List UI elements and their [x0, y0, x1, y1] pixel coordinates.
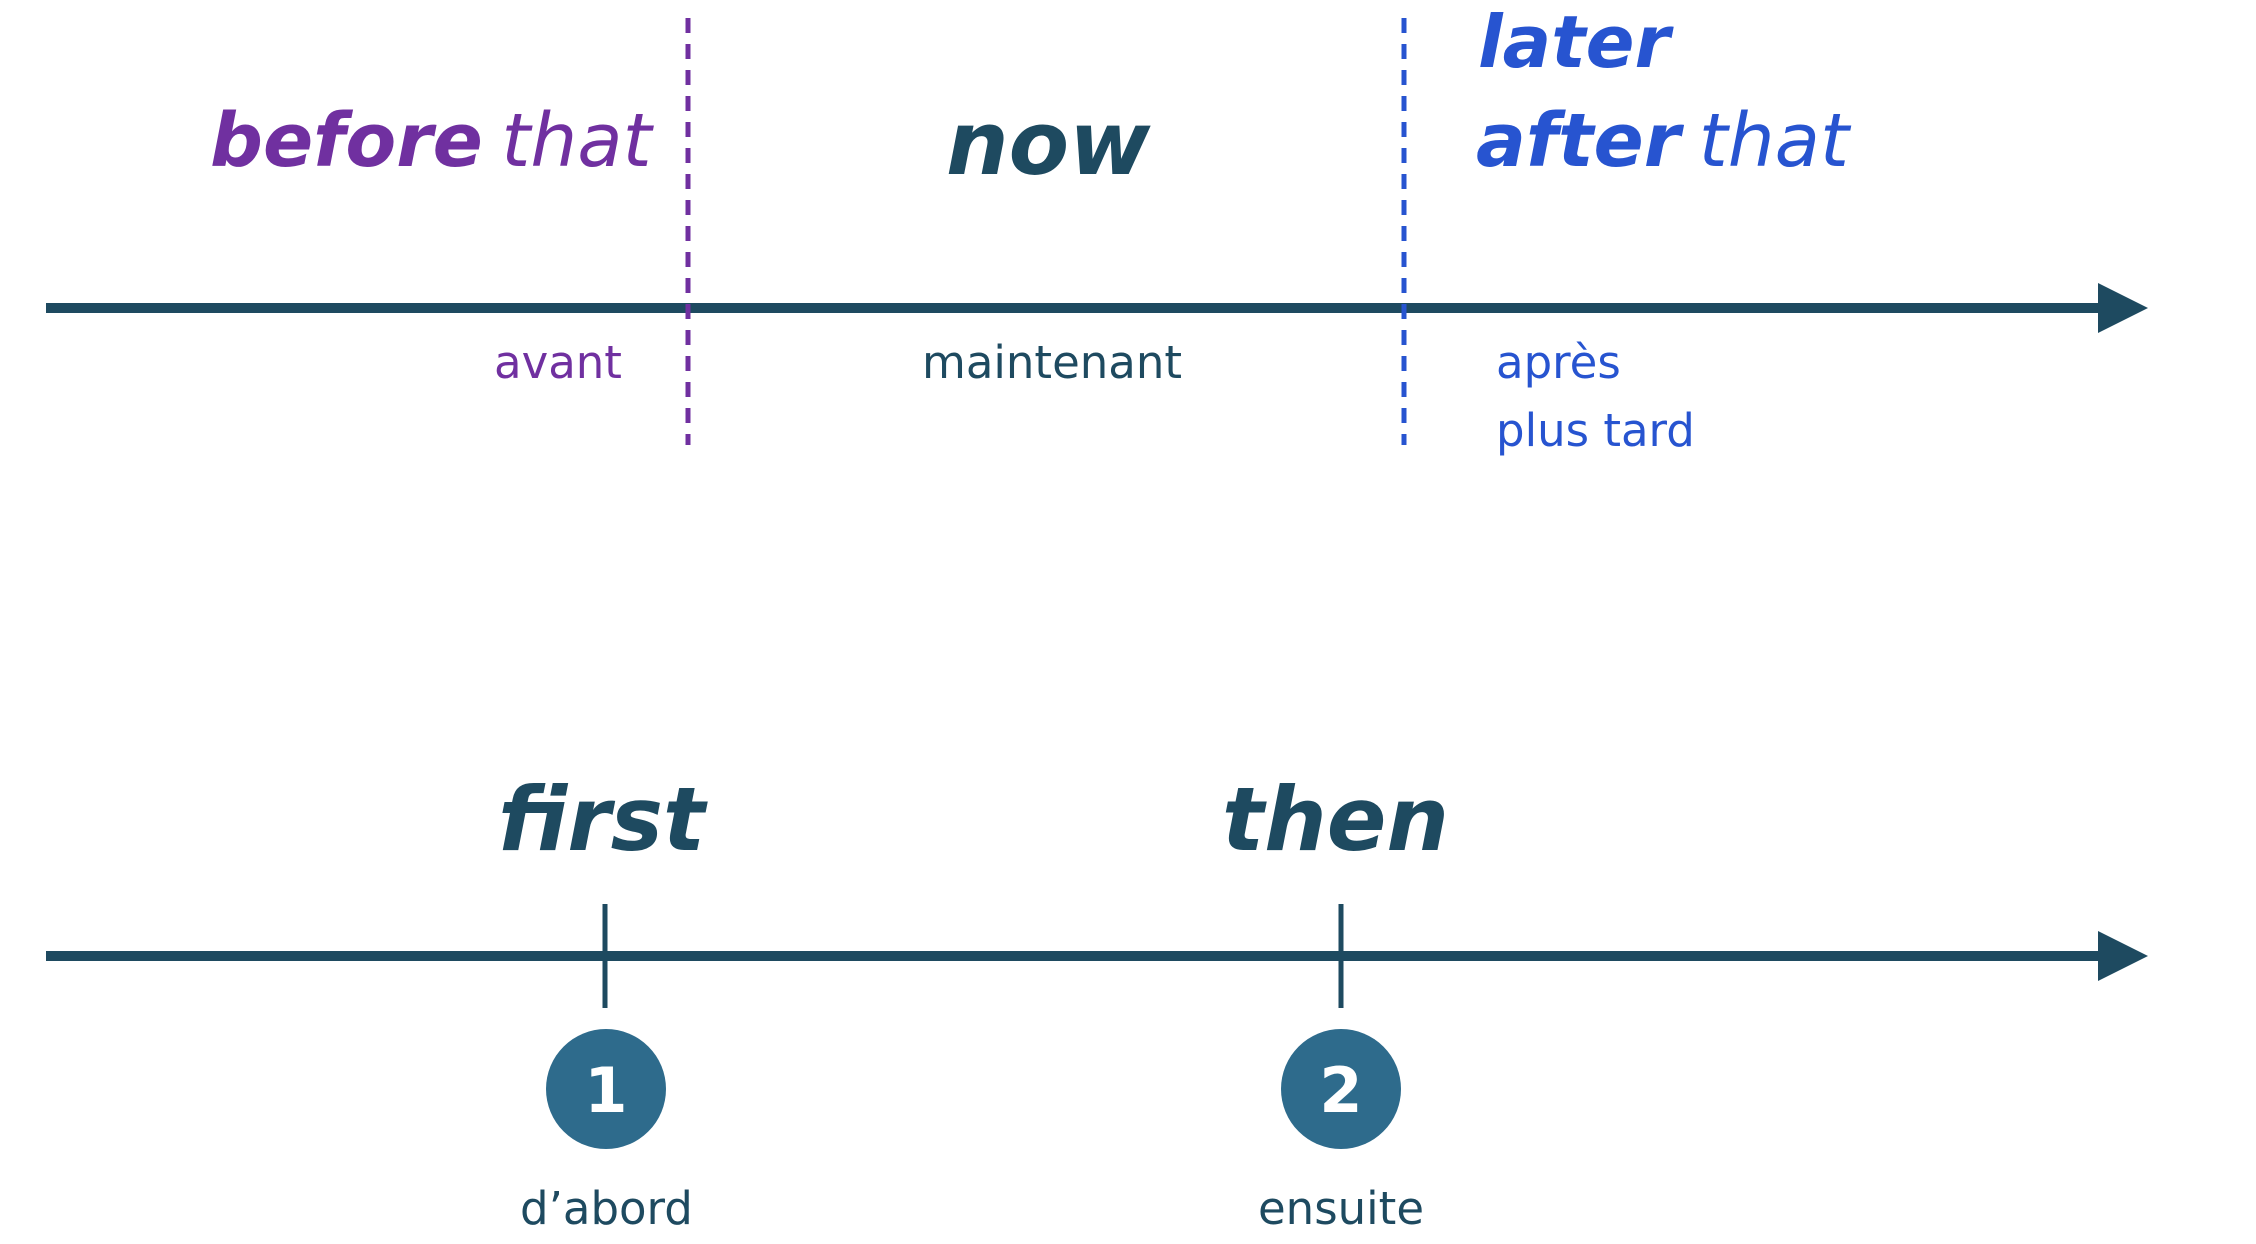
apres-label: après [1496, 336, 1621, 389]
before-that-word: that [501, 98, 652, 184]
after-that-word: that [1698, 98, 1849, 184]
top-timeline-arrowhead [2098, 283, 2148, 333]
before-word: before [210, 98, 483, 184]
then-heading: then [1222, 768, 1450, 871]
later-heading: later [1478, 0, 1671, 84]
avant-label: avant [494, 336, 622, 389]
after-that-heading: after that [1476, 104, 1849, 179]
then-number: 2 [1319, 1054, 1362, 1127]
plus-tard-label: plus tard [1496, 404, 1695, 457]
dabord-label: d’abord [520, 1182, 693, 1235]
after-word: after [1476, 98, 1681, 184]
then-number-badge [1281, 1029, 1401, 1149]
ensuite-label: ensuite [1258, 1182, 1425, 1235]
first-number-badge [546, 1029, 666, 1149]
bottom-timeline-arrowhead [2098, 931, 2148, 981]
before-that-heading: before that [210, 104, 652, 179]
first-number: 1 [584, 1054, 627, 1127]
now-heading: now [946, 92, 1151, 195]
maintenant-label: maintenant [922, 336, 1183, 389]
first-heading: first [498, 768, 706, 871]
